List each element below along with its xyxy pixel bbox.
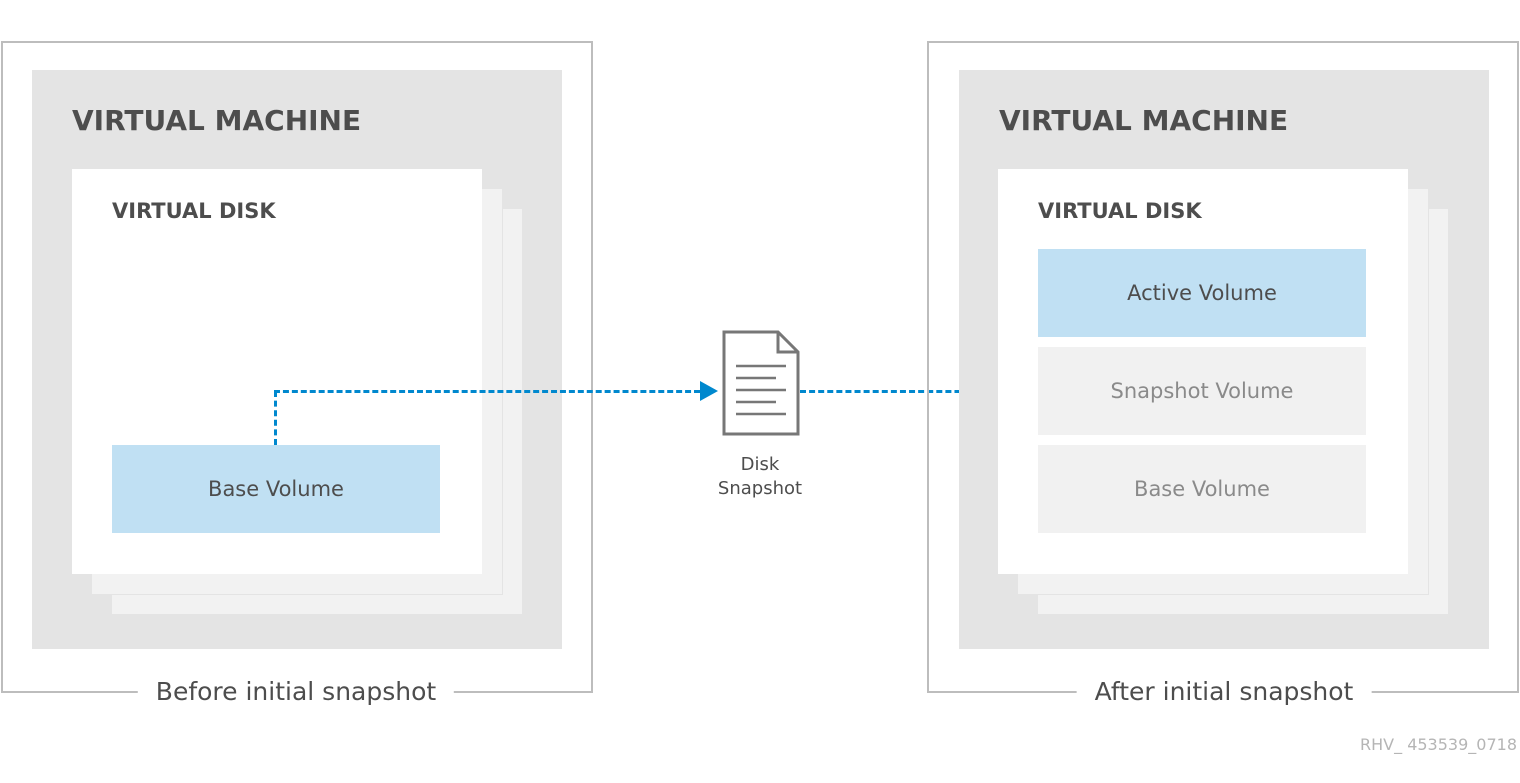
connector-vertical bbox=[274, 391, 277, 445]
before-snapshot-caption: Before initial snapshot bbox=[137, 677, 455, 706]
figure-id: RHV_ 453539_0718 bbox=[1360, 735, 1517, 754]
active-volume: Active Volume bbox=[1038, 249, 1366, 337]
disk-title: VIRTUAL DISK bbox=[1038, 199, 1202, 223]
connector-to-active bbox=[800, 390, 1015, 393]
label-line: Disk bbox=[740, 454, 780, 475]
base-volume: Base Volume bbox=[1038, 445, 1366, 533]
disk-snapshot-label: Disk Snapshot bbox=[690, 453, 830, 501]
base-volume: Base Volume bbox=[112, 445, 440, 533]
vm-title: VIRTUAL MACHINE bbox=[72, 104, 362, 137]
snapshot-volume: Snapshot Volume bbox=[1038, 347, 1366, 435]
document-icon bbox=[722, 330, 800, 436]
connector-to-snapshot bbox=[274, 390, 700, 393]
vm-title: VIRTUAL MACHINE bbox=[999, 104, 1289, 137]
after-snapshot-caption: After initial snapshot bbox=[1076, 677, 1372, 706]
disk-title: VIRTUAL DISK bbox=[112, 199, 276, 223]
label-line: Snapshot bbox=[717, 478, 803, 499]
arrow-head-icon bbox=[700, 381, 718, 401]
